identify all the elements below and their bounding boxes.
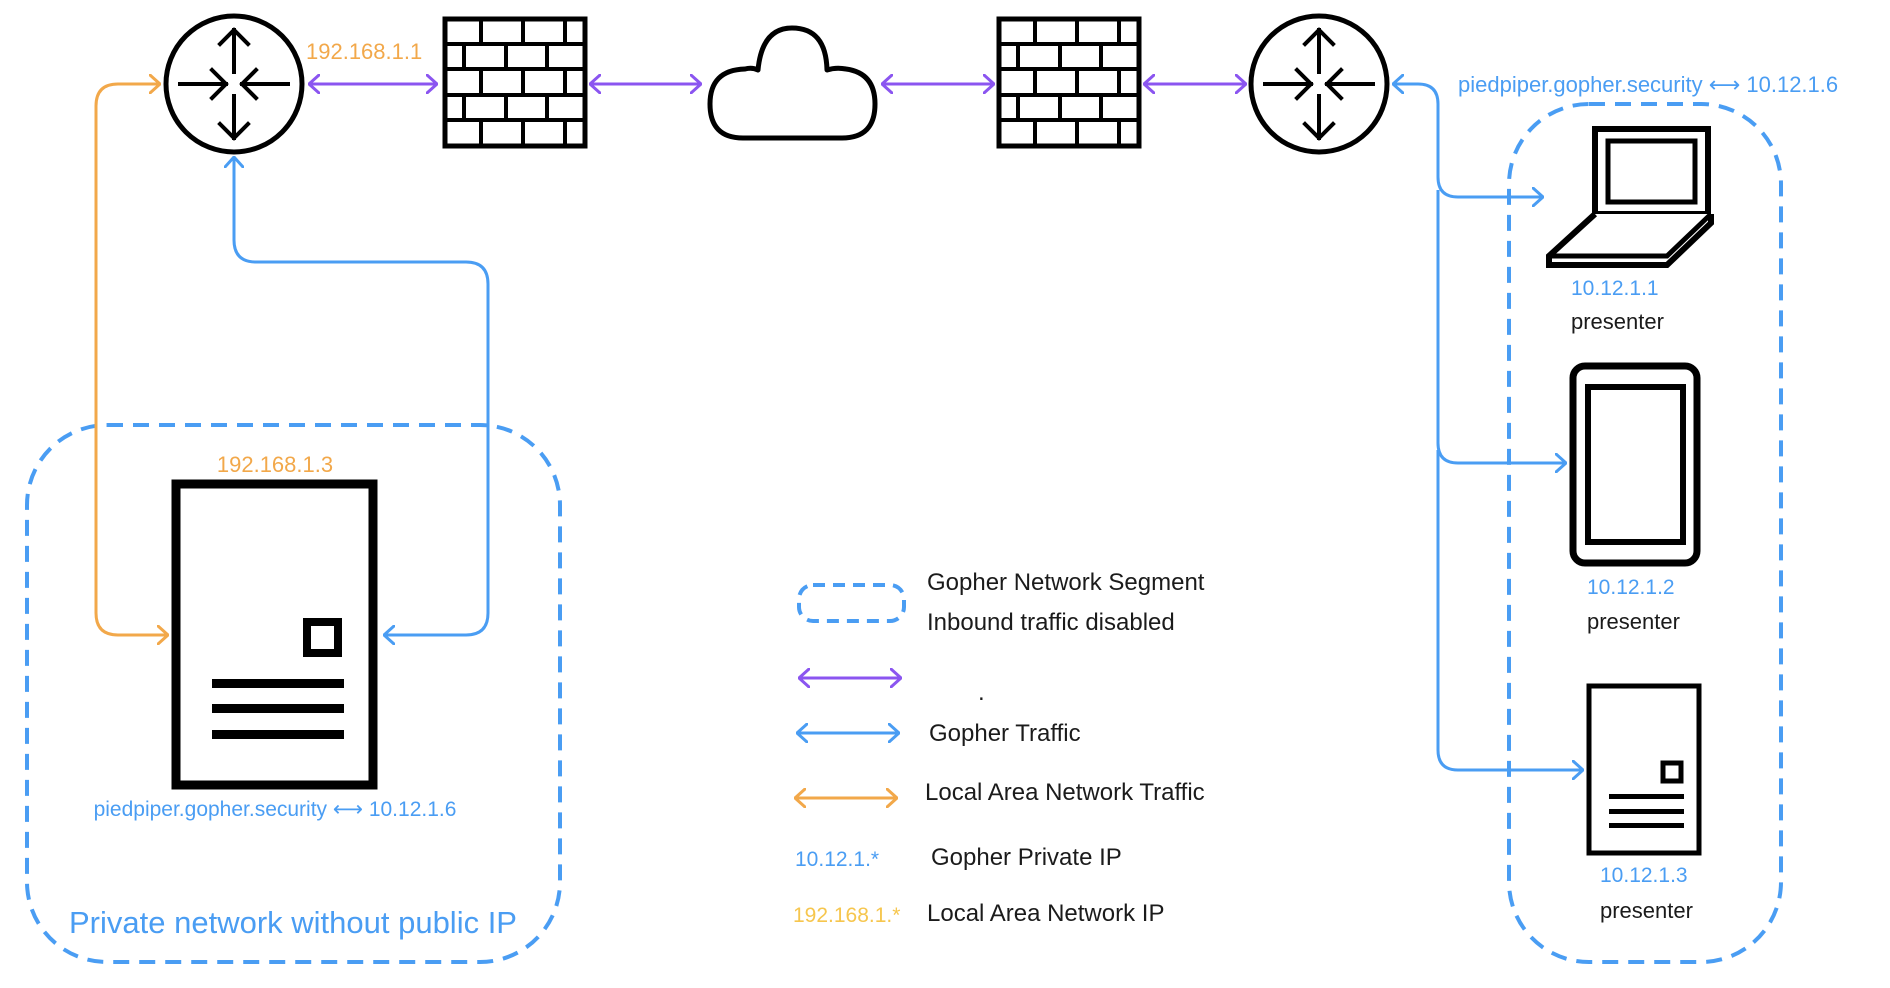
presenter-server-role: presenter [1600, 898, 1693, 923]
legend-segment-swatch [797, 583, 906, 623]
legend-lan-ip-sample: 192.168.1.* [793, 904, 900, 927]
presenter-server-icon [1586, 683, 1702, 856]
left-firewall-icon [445, 19, 585, 146]
left-router-ip: 192.168.1.1 [306, 39, 422, 64]
legend-blue-label: Gopher Traffic [929, 720, 1081, 747]
legend-gopher-ip-label: Gopher Private IP [931, 844, 1122, 871]
legend-gopher-ip-sample: 10.12.1.* [795, 848, 879, 871]
legend-segment-label-line1: Gopher Network Segment [927, 569, 1205, 596]
private-network-caption: Private network without public IP [69, 905, 517, 940]
laptop-role: presenter [1571, 309, 1664, 334]
left-router-icon [166, 16, 302, 152]
private-server-dns-mapping: piedpiper.gopher.security ⟷ 10.12.1.6 [94, 798, 457, 821]
gopher-link-tablet [1436, 190, 1566, 463]
legend-segment-label-line2: Inbound traffic disabled [927, 609, 1175, 636]
internet-cloud-icon [707, 25, 878, 141]
gopher-network-segment [1507, 102, 1783, 964]
right-firewall-icon [999, 19, 1139, 146]
right-router-icon [1251, 16, 1387, 152]
legend: Gopher Network Segment Inbound traffic d… [793, 569, 1205, 927]
laptop-ip: 10.12.1.1 [1571, 277, 1659, 300]
lan-link-router-server [94, 84, 168, 635]
tablet-ip: 10.12.1.2 [1587, 576, 1675, 599]
right-router-dns-mapping: piedpiper.gopher.security ⟷ 10.12.1.6 [1458, 72, 1838, 97]
legend-lan-ip-label: Local Area Network IP [927, 900, 1164, 927]
legend-purple-label: . [978, 679, 985, 706]
presenter-server-ip: 10.12.1.3 [1600, 864, 1688, 887]
gopher-link-router-laptop [1393, 84, 1543, 197]
gopher-link-router-server [234, 157, 490, 635]
legend-orange-label: Local Area Network Traffic [925, 779, 1205, 806]
tablet-icon [1569, 362, 1701, 567]
gopher-link-presenter-server [1436, 450, 1583, 770]
laptop-icon [1546, 126, 1714, 268]
private-server-icon [171, 479, 378, 790]
tablet-role: presenter [1587, 609, 1680, 634]
private-server-ip: 192.168.1.3 [217, 452, 333, 477]
